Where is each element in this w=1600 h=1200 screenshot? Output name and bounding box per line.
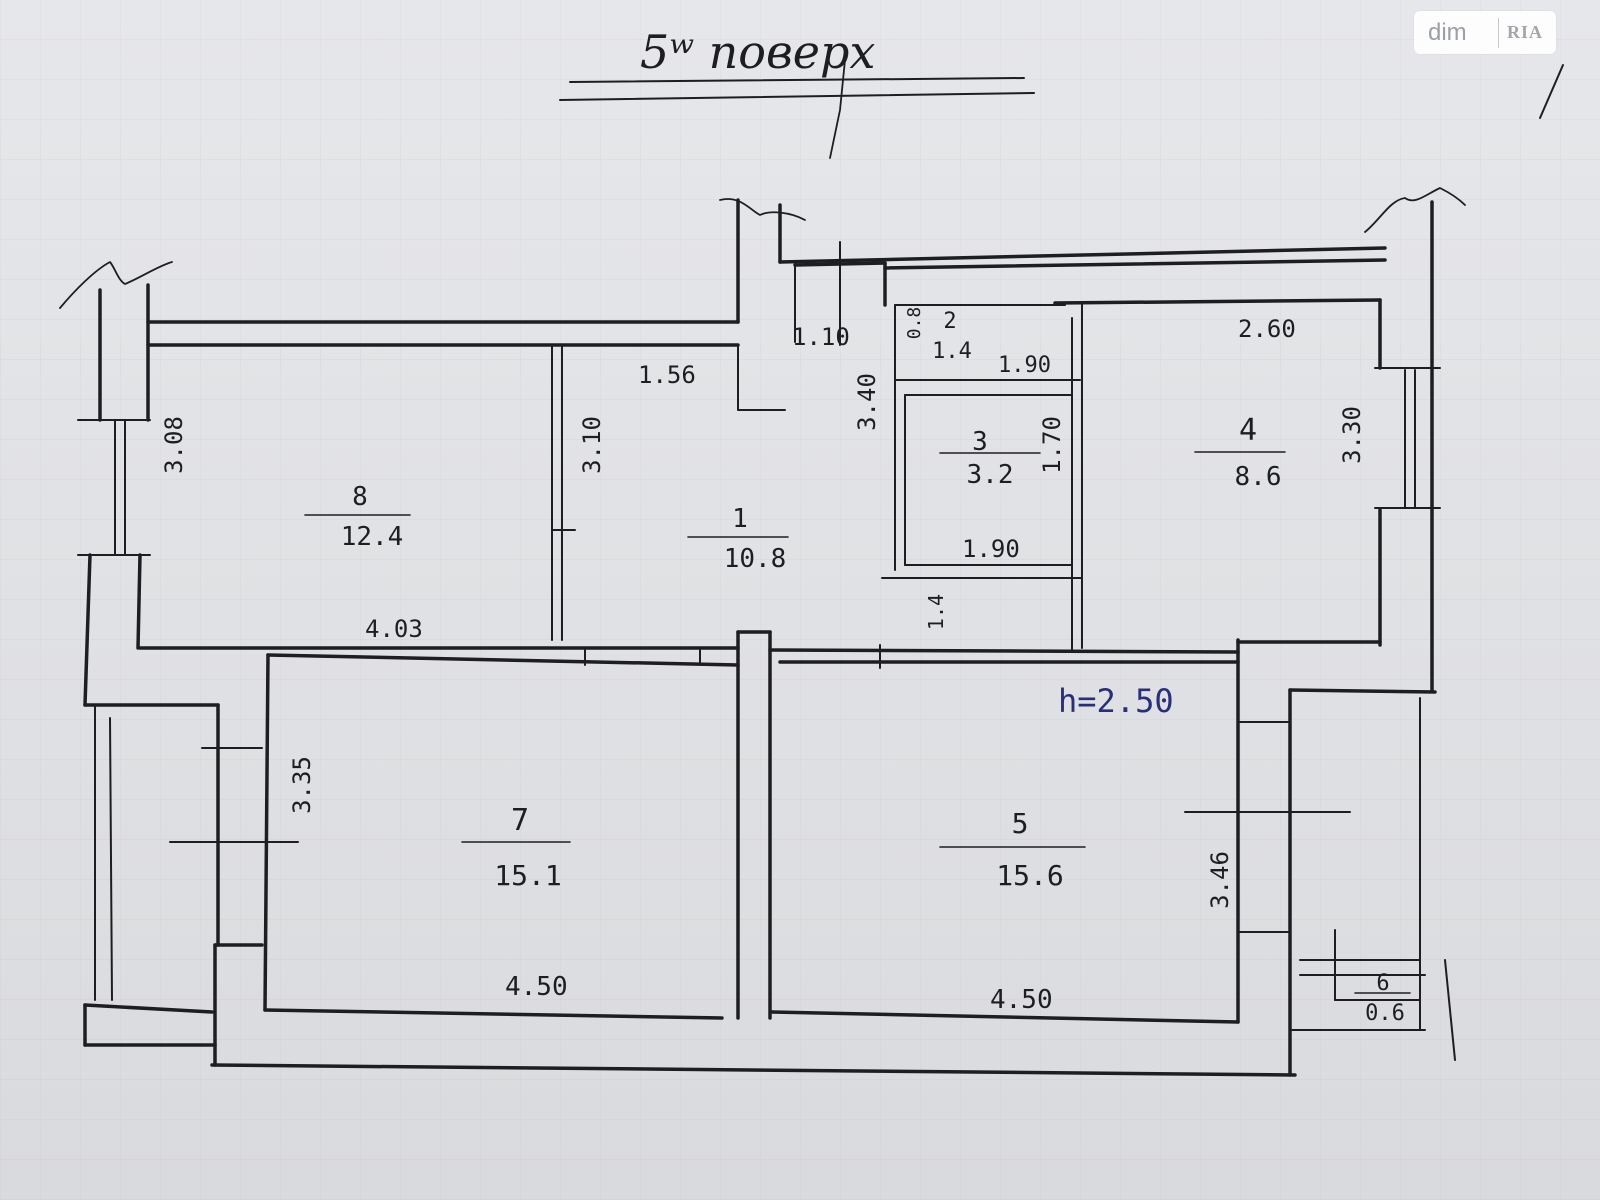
break-mark-middle bbox=[719, 198, 806, 221]
break-mark-left bbox=[59, 261, 173, 309]
dim-1-56: 1.56 bbox=[638, 361, 696, 389]
dim-4-50-right: 4.50 bbox=[990, 985, 1053, 1015]
dimension-labels: 1.10 1.56 4.03 1.90 1.90 2.60 4.50 4.50 … bbox=[160, 307, 1366, 1015]
dim-2-60: 2.60 bbox=[1238, 315, 1296, 343]
fraction-bars bbox=[304, 451, 1411, 994]
dim-0-8: 0.8 bbox=[904, 307, 925, 340]
watermark-ria-text: RIA bbox=[1507, 22, 1544, 42]
room-3-area: 3.2 bbox=[967, 460, 1014, 490]
room-7-number: 7 bbox=[511, 803, 529, 838]
outer-walls bbox=[83, 198, 1437, 1077]
floor-title: 5ʷ поверх bbox=[640, 25, 875, 79]
room-8-area: 12.4 bbox=[341, 522, 404, 552]
dim-1-70: 1.70 bbox=[1038, 416, 1066, 474]
room-4-number: 4 bbox=[1239, 413, 1257, 448]
dim-3-10: 3.10 bbox=[578, 416, 606, 474]
title-stroke bbox=[829, 59, 846, 159]
room-6-area: 0.6 bbox=[1365, 1001, 1405, 1026]
room-5-number: 5 bbox=[1012, 807, 1029, 840]
ceiling-height-note: h=2.50 bbox=[1058, 682, 1174, 720]
room-5-area: 15.6 bbox=[996, 859, 1063, 892]
watermark-logo: dim RIA bbox=[1414, 11, 1556, 54]
wall-mid-left-2 bbox=[266, 653, 740, 667]
wall-room5-bottom bbox=[770, 1010, 1240, 1024]
room-7-area: 15.1 bbox=[494, 859, 561, 892]
break-mark-right bbox=[1364, 187, 1466, 233]
room-1-area: 10.8 bbox=[724, 544, 787, 574]
dim-4-50-left: 4.50 bbox=[505, 972, 568, 1002]
room6-outer-right bbox=[1444, 959, 1456, 1061]
title-underline-1 bbox=[569, 77, 1025, 83]
room-labels: 8 12.4 1 10.8 2 1.4 3 3.2 4 8.6 5 15.6 6… bbox=[341, 309, 1405, 1026]
wall-top-mid bbox=[778, 246, 1387, 264]
watermark-dim-text: dim bbox=[1428, 18, 1467, 46]
room-8-number: 8 bbox=[352, 482, 368, 512]
shaft-corner bbox=[737, 344, 786, 411]
title-underline-2 bbox=[559, 92, 1035, 101]
wall-right-step bbox=[1288, 688, 1437, 694]
room-6-number: 6 bbox=[1376, 971, 1389, 996]
dim-1-90-top: 1.90 bbox=[998, 353, 1051, 378]
dim-1-4x: 1.4 bbox=[924, 594, 948, 630]
wall-balcony-bottom-2 bbox=[83, 1003, 214, 1014]
dim-3-46: 3.46 bbox=[1206, 851, 1234, 909]
balcony-rail-inner bbox=[109, 717, 113, 1001]
watermark-separator bbox=[1498, 17, 1499, 48]
dim-4-03: 4.03 bbox=[365, 615, 423, 643]
wall-left-mid-outer bbox=[83, 553, 92, 707]
wall-top-right bbox=[883, 258, 1387, 270]
dim-1-90-bottom: 1.90 bbox=[962, 535, 1020, 563]
room-1-number: 1 bbox=[732, 504, 748, 534]
dim-3-30: 3.30 bbox=[1338, 406, 1366, 464]
dim-3-08: 3.08 bbox=[160, 416, 188, 474]
dim-3-35: 3.35 bbox=[288, 756, 316, 814]
wall-room7-bottom bbox=[263, 1008, 724, 1020]
room-2-area: 1.4 bbox=[932, 339, 972, 364]
edge-stroke bbox=[1539, 64, 1564, 119]
room-4-area: 8.6 bbox=[1235, 462, 1282, 492]
room-2-number: 2 bbox=[943, 309, 956, 334]
wall-mid-right bbox=[768, 648, 1240, 654]
wall-bottom-outer bbox=[210, 1063, 1297, 1077]
wall-room7-left bbox=[263, 653, 270, 1012]
dim-1-10: 1.10 bbox=[792, 323, 850, 351]
thin-walls bbox=[77, 64, 1564, 1061]
dim-3-40: 3.40 bbox=[853, 373, 881, 431]
wall-left-mid-inner bbox=[136, 553, 142, 650]
wall-room4-top bbox=[1053, 298, 1382, 305]
room-3-number: 3 bbox=[972, 427, 988, 457]
